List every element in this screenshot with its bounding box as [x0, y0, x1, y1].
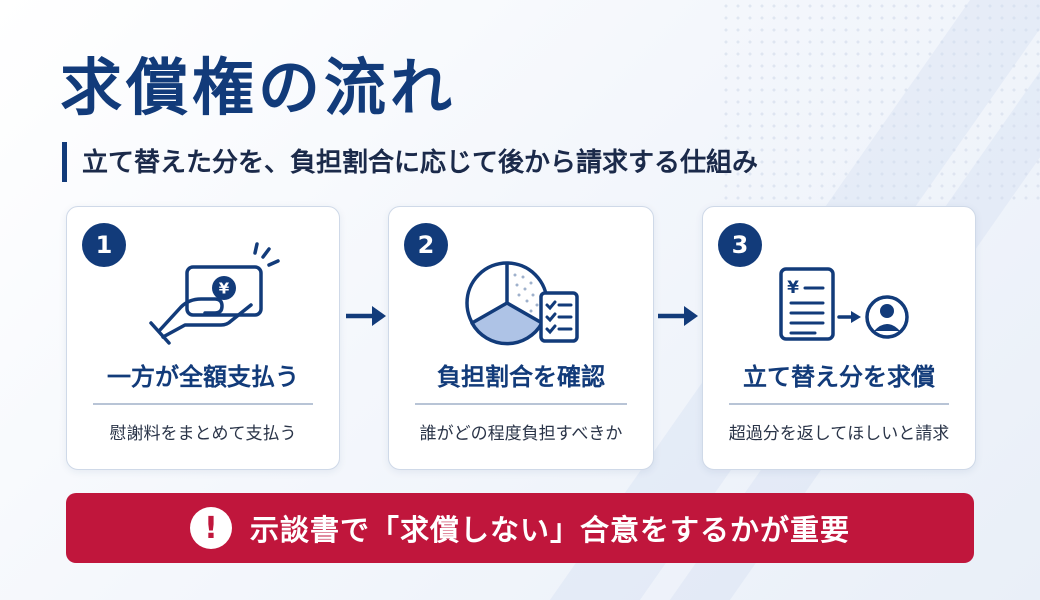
exclamation-icon: !	[189, 507, 232, 549]
card-divider	[93, 403, 313, 405]
step-number-badge: 1	[82, 223, 126, 267]
step-title: 立て替え分を求償	[743, 363, 935, 391]
step-card-3: 3 ¥ 立て替え分を求償 超過分を返してほしいと請求	[702, 206, 976, 470]
hand-card-yen-icon: ¥	[149, 242, 280, 345]
background-dots	[720, 0, 1040, 200]
warning-text: 示談書で「求償しない」合意をするかが重要	[249, 513, 850, 547]
step-title: 一方が全額支払う	[107, 363, 299, 391]
yen-symbol: ¥	[219, 280, 230, 298]
warning-banner: ! 示談書で「求償しない」合意をするかが重要	[66, 493, 974, 563]
yen-symbol: ¥	[787, 278, 799, 298]
pie-chart-checklist-icon	[465, 261, 579, 346]
step-description: 慰謝料をまとめて支払う	[109, 424, 297, 444]
step-number-badge: 3	[718, 223, 762, 267]
card-divider	[415, 403, 627, 405]
arrow-right-icon	[658, 306, 698, 326]
step-title: 負担割合を確認	[437, 363, 605, 391]
step-card-2: 2 負担割合を確認 誰がどの程度負担すべきか	[388, 206, 654, 470]
step-description: 超過分を返してほしいと請求	[728, 424, 950, 444]
step-card-1: 1 ¥ 一方が全額支払う 慰謝料をまとめて支払う	[66, 206, 340, 470]
step-number-badge: 2	[404, 223, 448, 267]
page-title: 求償権の流れ	[60, 51, 457, 124]
subtitle-accent-bar	[62, 142, 67, 182]
arrow-right-icon	[346, 306, 386, 326]
page-subtitle: 立て替えた分を、負担割合に応じて後から請求する仕組み	[82, 148, 759, 178]
card-divider	[729, 403, 949, 405]
invoice-to-person-icon: ¥	[779, 267, 909, 341]
step-description: 誰がどの程度負担すべきか	[419, 424, 623, 444]
